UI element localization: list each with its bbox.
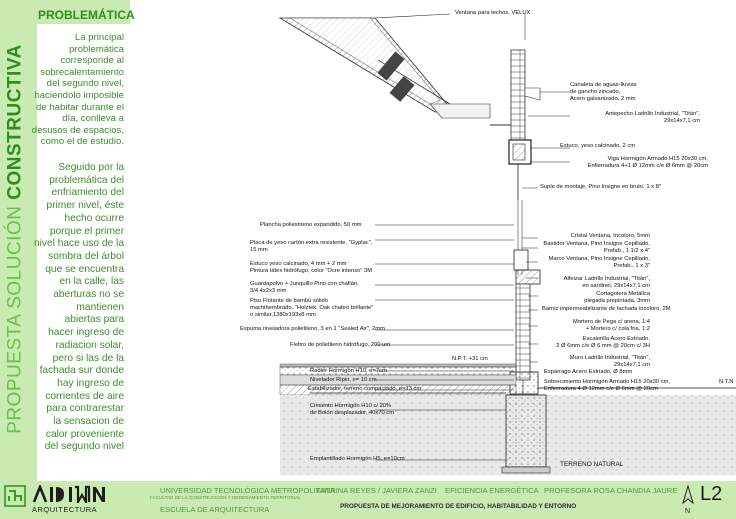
north-arrow-icon	[682, 485, 694, 505]
annotation-alfeizar: Alfeizar Ladrillo Industrial, "Titán", e…	[563, 276, 650, 289]
professor: PROFESORA ROSA CHANDIA JAURE	[544, 486, 678, 495]
annotation-esparrago: Espárrago Acero Estriado, Ø 8mm	[544, 369, 633, 375]
faculty-name: FACULTAD DE LA CONSTRUCCIÓN Y ORDENAMIEN…	[150, 495, 301, 500]
annotation-espuma: Espuma niveladora polietileno, 3 en 1 "S…	[240, 326, 385, 332]
annotation-ntn: N.T.N	[719, 379, 734, 385]
annotation-estuco: Estuco, yeso calcinado, 2 cm	[560, 143, 636, 149]
sidebar: PROPUESTA SOLUCIÓN CONSTRUCTIVA PROBLEMÁ…	[0, 0, 135, 481]
annotation-estuco2: Estuco yeso calcinado, 4 mm + 2 mm Pintu…	[250, 261, 373, 274]
roof-skylight	[278, 13, 491, 119]
north-label: N	[685, 508, 691, 515]
sheet-number: L2	[700, 483, 723, 505]
section-title: PROBLEMÁTICA	[38, 8, 135, 22]
annotation-mortero: Mortero de Pega c/ arena, 1:4 + Mortero …	[572, 319, 650, 332]
annotation-escalerilla: Escalerilla Acero Estriado, 2 Ø 6mm c/e …	[556, 336, 650, 349]
subject: EFICIENCIA ENERGÉTICA	[445, 486, 539, 495]
annotation-radier: Radier Hormigón H10, e=7cm	[310, 368, 387, 374]
sidebar-green-band	[0, 0, 37, 481]
parapet-wall	[490, 49, 541, 200]
ground-footing	[280, 387, 736, 475]
logo-text: ARQUITECTURA	[32, 505, 98, 514]
annotation-terreno: TERRENO NATURAL	[560, 461, 624, 468]
annotation-cortagotera: Cortagotera Metálica plegada prepintada,…	[584, 291, 650, 304]
annotation-sobrecimiento: Sobrecimiento Hormigón Armado H15 20x30 …	[544, 379, 670, 392]
annotation-canaleta: Canaleta de aguas-lluvias de gancho zinc…	[570, 82, 637, 102]
section-title-band	[37, 0, 130, 24]
annotation-plancha: Plancha poliestireno expandido, 50 mm	[260, 222, 362, 228]
footer: ARQUITECTURA UNIVERSIDAD TECNOLÓGICA MET…	[0, 481, 736, 519]
utem-logo-icon	[4, 485, 26, 507]
annotation-piso: Piso Flotante de bambú sólido machihembr…	[250, 298, 374, 318]
annotation-fieltro: Fieltro de polietileno hidrófugo, 200 um	[290, 342, 391, 348]
annotation-emplantillado: Emplantillado Hormigón H5, e=10cm	[310, 456, 405, 462]
annotation-suple: Suple de montaje, Pino Insigne en bruto,…	[540, 184, 661, 190]
school-name: ESCUELA DE ARQUITECTURA	[160, 505, 270, 514]
problem-paragraph-2: Seguido por la problemática del enfriami…	[33, 162, 124, 453]
annotation-barniz: Barniz impermeabilizante de fachada inco…	[542, 306, 671, 312]
annotation-viga: Viga Hormigón Armado H15 20x30 cm, Enfie…	[587, 156, 708, 169]
annotation-estabilizador: Estabilizador, terreno compactado, e=13 …	[308, 386, 422, 392]
annotation-muro: Muro Ladrillo Industrial, "Titán", 29x14…	[569, 355, 650, 368]
section-detail-svg	[278, 13, 736, 475]
leader-lines-left	[375, 224, 514, 461]
annotation-cristal: Cristal Ventana, Incoloro, 5mm	[570, 233, 650, 239]
annotation-guardapolvo: Guardapolvo + Junquillo Pino con chaflán…	[250, 281, 359, 294]
annotation-antepecho: Antepecho Ladrillo Industrial, "Titán", …	[605, 111, 700, 124]
leader-lines-right	[522, 14, 570, 389]
annotation-nivelador: Nivelador Ripio, e= 10 cm	[310, 377, 377, 383]
construction-detail-drawing: Ventana para techos, VELUX Canaleta de a…	[130, 0, 736, 481]
problem-paragraph-1: La principal problemática corresponde al…	[31, 32, 124, 148]
annotation-cimiento: Cimiento Hormigón H10 c/ 20% de Bolón de…	[310, 403, 395, 416]
authors: KATRINA REYES / JAVIERA ZANZI	[316, 486, 437, 495]
annotation-marco: Marco Ventana, Pino Insigne Cepillado, P…	[548, 256, 650, 269]
window-wall	[509, 200, 541, 460]
arquitectura-logo-icon	[32, 485, 105, 503]
vertical-title-bold: CONSTRUCTIVA	[4, 44, 26, 200]
annotation-npt: N.P.T. +31 cm	[452, 356, 488, 362]
vertical-title-light: PROPUESTA SOLUCIÓN	[4, 205, 26, 434]
university-name: UNIVERSIDAD TECNOLÓGICA METROPOLITANA	[160, 486, 336, 495]
annotation-bastidor: Bastidor Ventana, Pino Insigne Cepillado…	[543, 241, 650, 254]
annotation-placa: Placa de yeso cartón extra resistente, "…	[250, 240, 373, 253]
project-title: PROPUESTA DE MEJORAMIENTO DE EDIFICIO, H…	[340, 503, 577, 510]
annotation-velux: Ventana para techos, VELUX	[455, 10, 531, 16]
